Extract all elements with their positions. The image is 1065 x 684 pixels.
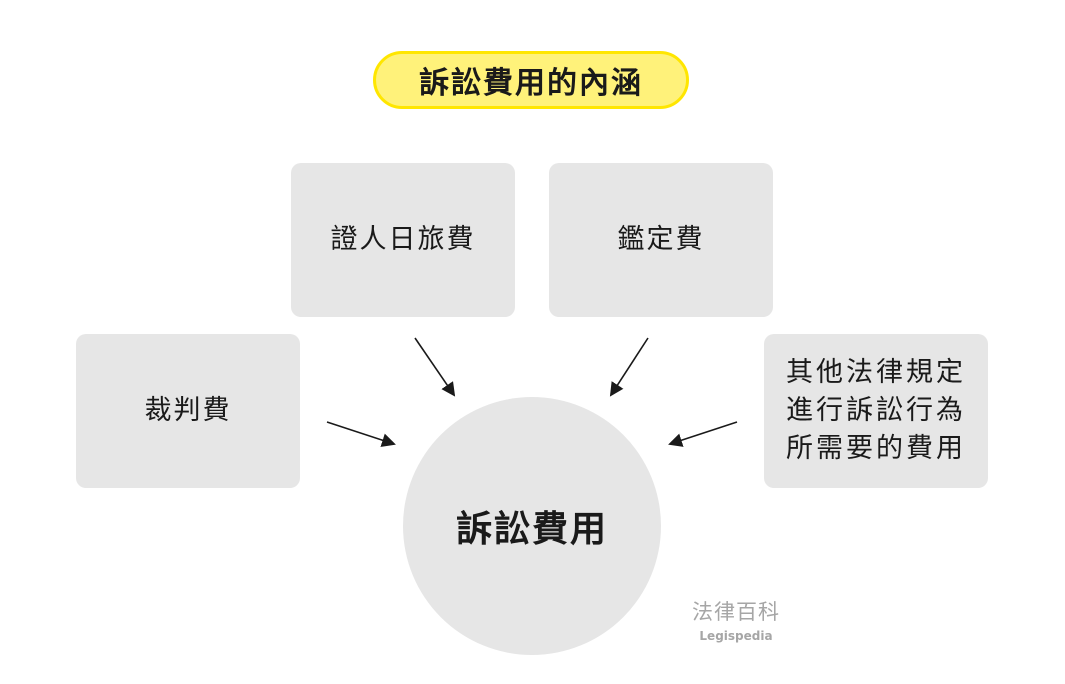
appraisal-fee-box: 鑑定費 xyxy=(549,163,773,317)
arrow-appraisal-to-center xyxy=(609,337,649,397)
litigation-costs-circle: 訴訟費用 xyxy=(403,397,661,655)
diagram-title: 訴訟費用的內涵 xyxy=(373,51,689,109)
other-legal-fees-label: 其他法律規定進行訴訟行為所需要的費用 xyxy=(786,357,966,464)
arrow-witness-to-center xyxy=(414,337,456,397)
appraisal-fee-label: 鑑定費 xyxy=(617,224,705,256)
litigation-costs-label: 訴訟費用 xyxy=(455,509,608,550)
arrow-other-to-center xyxy=(668,421,738,447)
legispedia-watermark: 法律百科 Legispedia xyxy=(678,596,794,643)
other-legal-fees-box: 其他法律規定進行訴訟行為所需要的費用 xyxy=(764,334,988,488)
watermark-subtitle: Legispedia xyxy=(699,629,773,643)
witness-travel-fee-box: 證人日旅費 xyxy=(291,163,515,317)
judgment-fee-box: 裁判費 xyxy=(76,334,300,488)
judgment-fee-label: 裁判費 xyxy=(144,395,232,427)
diagram-title-text: 訴訟費用的內涵 xyxy=(419,66,643,101)
witness-travel-fee-label: 證人日旅費 xyxy=(330,224,476,256)
watermark-name: 法律百科 xyxy=(692,600,780,624)
arrow-judgment-to-center xyxy=(326,421,396,447)
